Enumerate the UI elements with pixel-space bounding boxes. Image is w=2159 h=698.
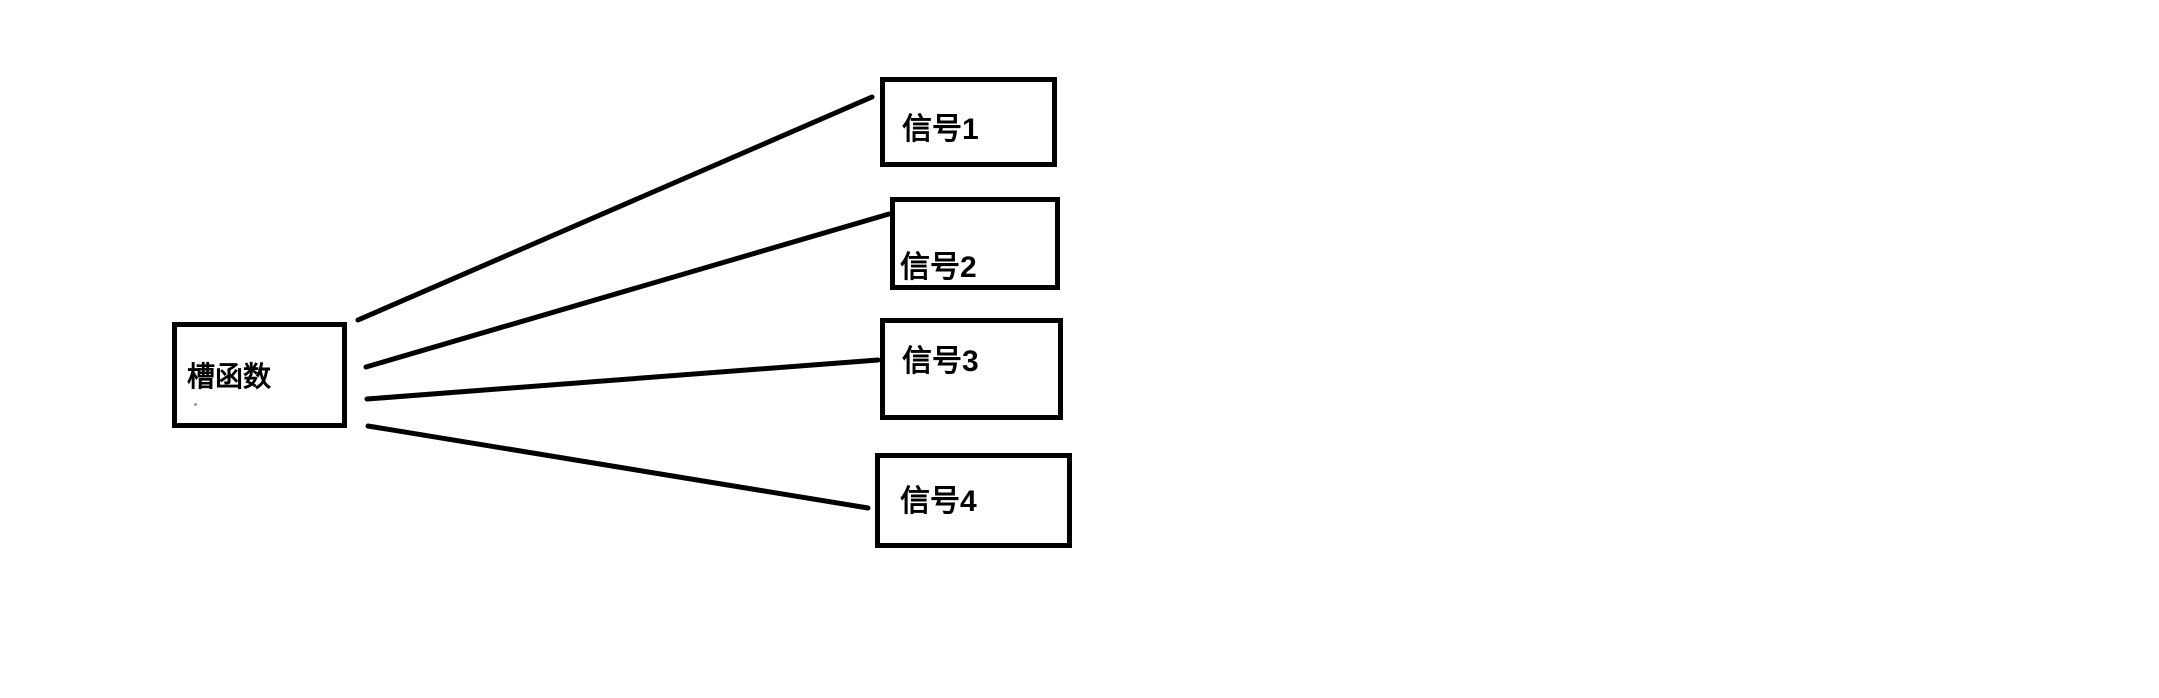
node-signal-2: 信号2 (890, 197, 1060, 290)
node-signal-3-label: 信号3 (902, 345, 979, 378)
node-signal-4-label: 信号4 (900, 485, 977, 518)
node-signal-1-label: 信号1 (902, 113, 979, 146)
connector-slot-to-signal3 (364, 357, 881, 402)
connector-slot-to-signal1 (355, 94, 875, 323)
node-signal-1: 信号1 (880, 77, 1057, 167)
node-slot-function-label: 槽函数 (187, 361, 272, 392)
node-signal-3: 信号3 (880, 318, 1063, 420)
connector-slot-to-signal2 (363, 211, 892, 370)
connector-slot-to-signal4 (365, 423, 871, 511)
node-slot-function: 槽函数 (172, 322, 347, 428)
pen-artifact-dot (194, 403, 197, 406)
node-signal-2-label: 信号2 (900, 251, 977, 284)
node-signal-4: 信号4 (875, 453, 1072, 548)
